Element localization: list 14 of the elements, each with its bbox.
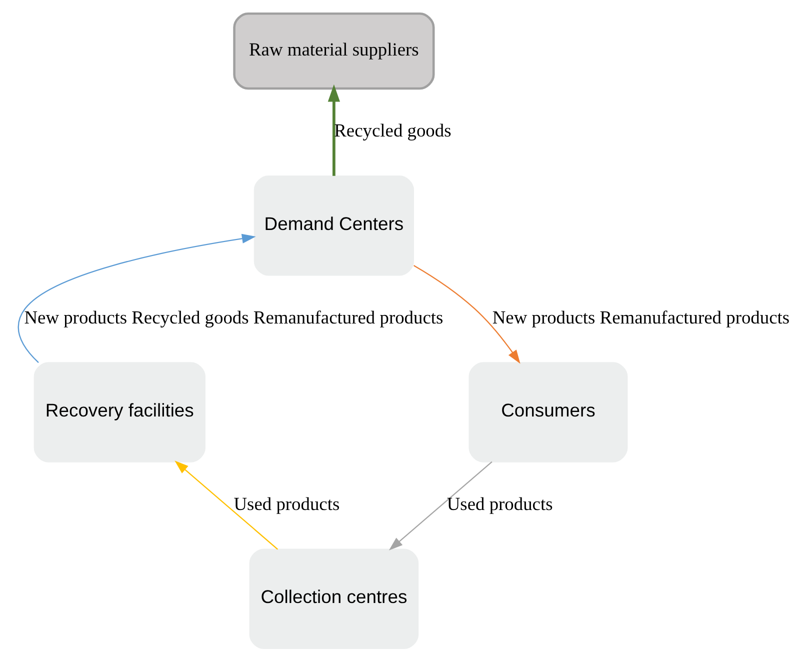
edge-label: New products Recycled goods Remanufactured products [24, 306, 443, 327]
node-box: Demand Centers [253, 174, 414, 276]
arrow [327, 84, 340, 176]
node-box: Collection centres [248, 548, 418, 648]
node-box: Recovery facilities [33, 362, 205, 462]
arrow [17, 233, 256, 362]
edge-label: Used products [446, 493, 552, 514]
edge-label: New products Remanufactured products [492, 306, 790, 327]
arrow [388, 460, 492, 550]
arrow [174, 460, 278, 550]
node-box: Consumers [468, 362, 628, 462]
node-box: Raw material suppliers [232, 12, 434, 90]
edge-label: Used products [233, 493, 340, 514]
arrow [412, 264, 520, 364]
